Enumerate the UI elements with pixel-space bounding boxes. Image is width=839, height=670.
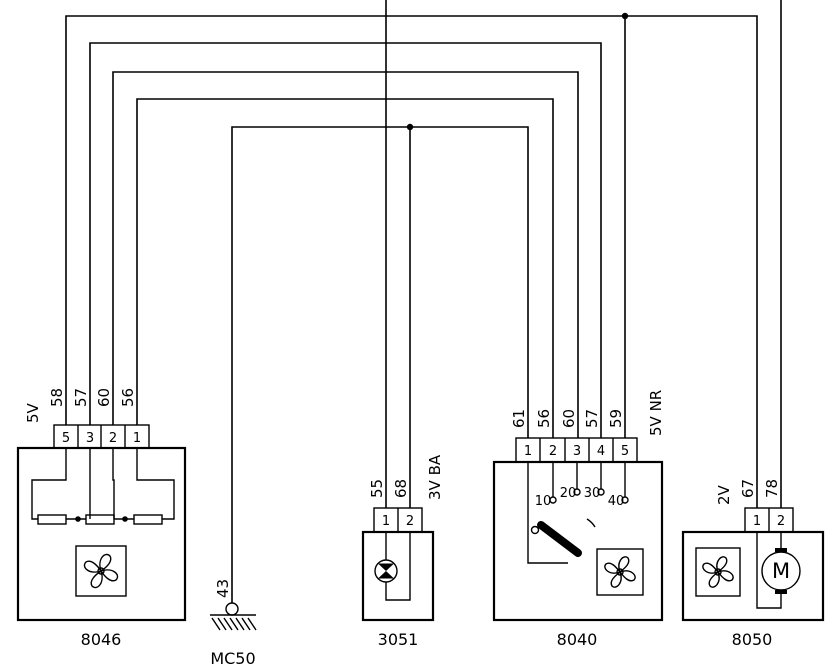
lamp-icon [374,559,398,583]
component-box-8046 [16,446,187,622]
wire-number: 55 [368,479,386,498]
wire-58 [65,15,758,508]
pin-number: 4 [597,444,605,459]
wire-60 [112,71,579,438]
component-box-8050 [681,530,825,622]
wire-number: 61 [510,409,528,428]
rotary-switch-icon [530,518,596,557]
pin-number: 5 [62,431,70,446]
component-8050: 2V 67 78 1 2 M 8050 [681,479,825,649]
component-label-3051: 3051 [378,630,419,649]
ground-icon [210,614,257,631]
speed-position-label: 30 [584,486,601,501]
wire-57 [89,42,602,438]
junction-dot [406,123,414,131]
wire-43 [231,126,410,603]
speed-position-label: 40 [608,494,625,509]
wire-number: 57 [72,388,90,407]
wire-number: 67 [739,479,757,498]
pin-number: 2 [109,431,117,446]
wire-harness [65,0,782,603]
wire-number: 60 [560,409,578,428]
wire-number: 78 [763,479,781,498]
wire-number: 57 [583,409,601,428]
wire-56 [136,98,554,438]
speed-position-label: 10 [535,494,552,509]
ground-terminal [225,602,239,616]
ground-mc50: 43 MC50 [210,579,257,668]
wire-number: 59 [607,409,625,428]
connector-color-8040: 5V NR [647,390,665,436]
junction-dot [621,12,629,20]
connector-color-3051: 3V BA [426,454,444,500]
pin-number: 3 [573,444,581,459]
pin-number: 1 [524,444,532,459]
fan-icon [596,548,644,596]
motor-symbol: M [772,559,790,583]
component-box-3051 [361,530,435,622]
wire-number: 43 [214,579,232,598]
wire-number: 68 [392,479,410,498]
pin-number: 2 [406,514,414,529]
pin-number: 1 [382,514,390,529]
resistor-icon [37,514,67,525]
wire-number: 56 [119,388,137,407]
ground-label-mc50: MC50 [210,649,255,668]
pin-number: 3 [86,431,94,446]
pin-number: 2 [777,514,785,529]
resistor-icon [85,514,115,525]
pin-number: 5 [621,444,629,459]
fan-icon [695,547,741,597]
wire-number: 60 [95,388,113,407]
component-box-8040 [492,460,664,622]
wire-number: 58 [48,388,66,407]
wire-number: 56 [535,409,553,428]
resistor-icon [133,514,163,525]
pin-number: 1 [753,514,761,529]
pin-number: 1 [133,431,141,446]
component-label-8046: 8046 [81,630,122,649]
wire-61 [410,126,529,438]
component-label-8040: 8040 [557,630,598,649]
fan-icon [75,545,127,597]
connector-color-8050: 2V [715,484,733,505]
speed-position-label: 20 [560,486,577,501]
pin-number: 2 [549,444,557,459]
motor-icon: M [761,548,801,594]
component-label-8050: 8050 [732,630,773,649]
connector-color-8046: 5V [24,402,42,423]
component-8040: 61 56 60 57 59 5V NR 1 2 3 4 5 10 20 30 … [492,390,665,649]
component-3051: 55 68 3V BA 1 2 3051 [361,454,444,649]
component-8046: 5V 58 57 60 56 5 3 2 1 [16,388,187,649]
